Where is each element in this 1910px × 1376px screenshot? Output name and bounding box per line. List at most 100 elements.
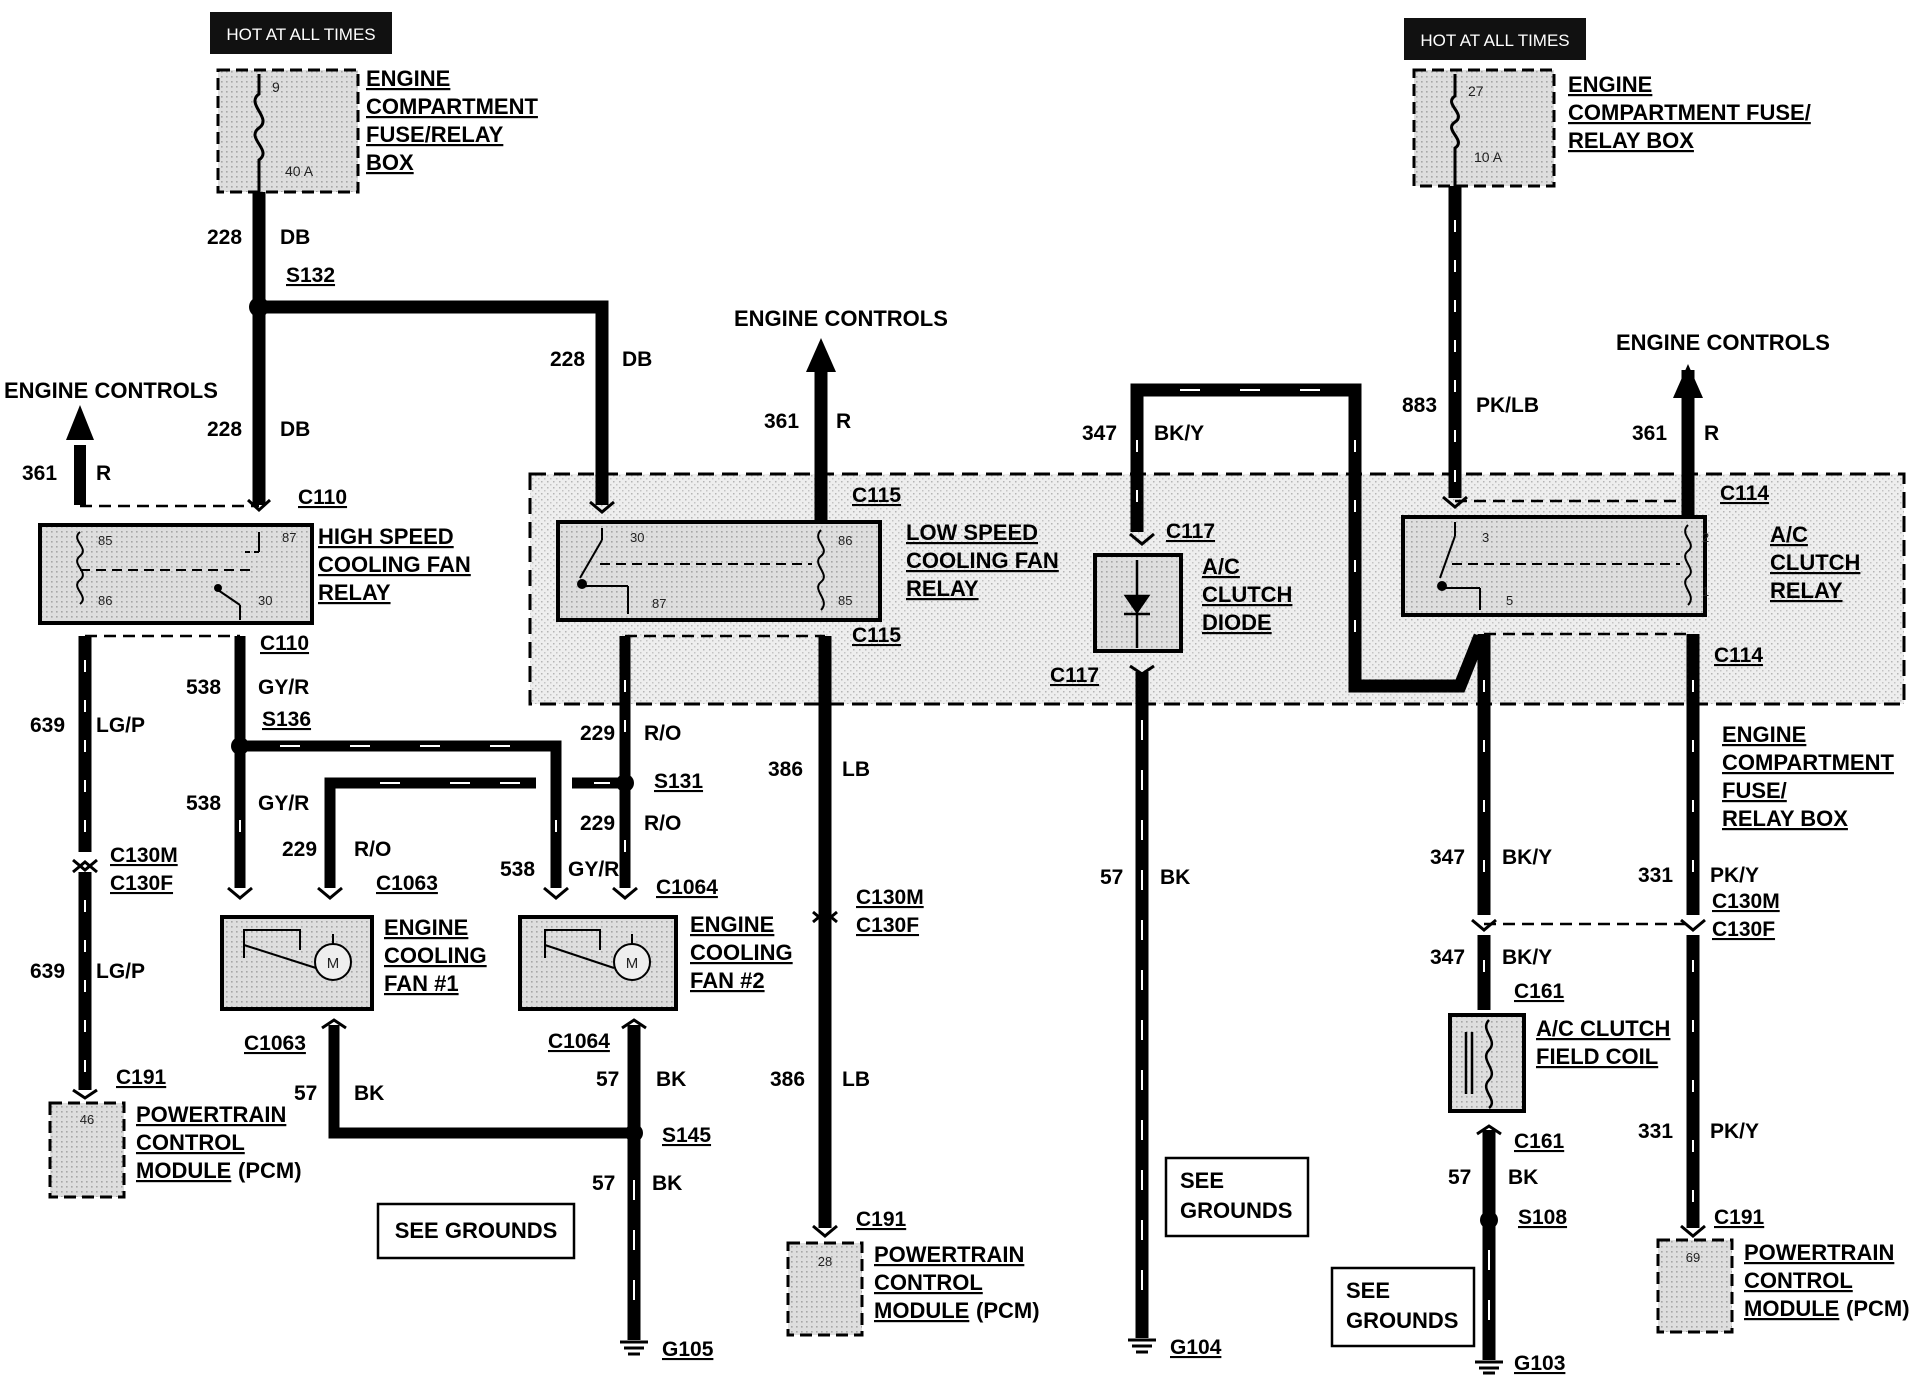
wire-label-229-c: 229: [282, 838, 317, 861]
pcm-box-left: [48, 1101, 126, 1199]
label-c161-top: C161: [1514, 980, 1565, 1003]
pcm-left-title-suffix: (PCM): [238, 1158, 302, 1183]
label-c130m-mid: C130M: [856, 886, 924, 909]
splice-s145: [625, 1124, 643, 1142]
wire-color-lgp-b: LG/P: [96, 960, 145, 983]
hs-relay-title-1: HIGH SPEED: [318, 524, 454, 549]
pcm-left-title-2: CONTROL: [136, 1130, 245, 1155]
label-c1063-bottom: C1063: [244, 1032, 306, 1055]
fusebox-left-title-1: ENGINE: [366, 66, 450, 91]
wire-color-gyr-c: GY/R: [568, 858, 619, 881]
pcm-box-right: [1656, 1238, 1734, 1334]
hot-label-right: HOT AT ALL TIMES: [1420, 31, 1569, 50]
fusebox-right-lower-title-4: RELAY BOX: [1722, 806, 1848, 831]
pcm-left-pin: 46: [80, 1112, 94, 1127]
wire-color-gyr-a: GY/R: [258, 676, 309, 699]
see-grounds-right-2: GROUNDS: [1346, 1308, 1458, 1333]
ac-diode-title-2: CLUTCH: [1202, 582, 1292, 607]
engine-controls-right: ENGINE CONTROLS: [1616, 330, 1830, 355]
wire-label-347-b: 347: [1430, 846, 1465, 869]
label-c191-mid: C191: [856, 1208, 907, 1231]
splice-s132: [249, 297, 269, 317]
ls-relay-title-3: RELAY: [906, 576, 979, 601]
fan2-title-1: ENGINE: [690, 912, 774, 937]
fusebox-left-title-3: FUSE/RELAY: [366, 122, 504, 147]
ac-relay-pin-5: 5: [1506, 593, 1513, 608]
wire-label-386-b: 386: [770, 1068, 805, 1091]
fan1-motor-icon: [243, 929, 352, 981]
wire-color-lb-b: LB: [842, 1068, 870, 1091]
wire-label-331-b: 331: [1638, 1120, 1673, 1143]
wire-label-347-a: 347: [1082, 422, 1117, 445]
wire-label-386-a: 386: [768, 758, 803, 781]
wire-label-57-a: 57: [294, 1082, 317, 1105]
wire-color-bk-d: BK: [1160, 866, 1190, 889]
wire-color-r-right: R: [1704, 422, 1719, 445]
label-c110-bottom: C110: [260, 632, 309, 655]
fan2-title-2: COOLING: [690, 940, 793, 965]
wire-label-57-d: 57: [1100, 866, 1123, 889]
fusebox-right-lower-title-3: FUSE/: [1722, 778, 1787, 803]
pcm-mid-title-3: MODULE: [874, 1298, 969, 1323]
wire-color-lgp-a: LG/P: [96, 714, 145, 737]
label-c117-top: C117: [1166, 520, 1215, 543]
arrow-engine-controls-mid: [806, 338, 836, 372]
wire-label-228-a: 228: [207, 226, 242, 249]
see-grounds-right-1: SEE: [1346, 1278, 1390, 1303]
wire-label-538-b: 538: [186, 792, 221, 815]
fuse-box-right: [1412, 68, 1556, 188]
wire-label-229-b: 229: [580, 812, 615, 835]
wire-label-361-left: 361: [22, 462, 57, 485]
wire-label-883: 883: [1402, 394, 1437, 417]
wire-label-639-b: 639: [30, 960, 65, 983]
label-c115-top: C115: [852, 484, 901, 507]
wire-color-db-b: DB: [280, 418, 310, 441]
wire-label-361-mid: 361: [764, 410, 799, 433]
pcm-mid-title-suffix: (PCM): [976, 1298, 1040, 1323]
pcm-right-title-3: MODULE: [1744, 1296, 1839, 1321]
pcm-left-title-1: POWERTRAIN: [136, 1102, 286, 1127]
fan1-title-1: ENGINE: [384, 915, 468, 940]
label-c1064-bottom: C1064: [548, 1030, 610, 1053]
fuse-right-number: 27: [1468, 83, 1484, 99]
ac-relay-pin-1: 1: [1702, 584, 1709, 599]
pcm-mid-pin: 28: [818, 1254, 832, 1269]
ground-g103: [1475, 1360, 1503, 1375]
ac-coil-icon: [1464, 1019, 1494, 1109]
engine-controls-left: ENGINE CONTROLS: [4, 378, 218, 403]
wire-538-b: [240, 740, 562, 888]
splice-s131: [616, 774, 634, 792]
ac-coil-title-2: FIELD COIL: [1536, 1044, 1658, 1069]
wire-228-branch: [259, 300, 609, 505]
label-s145: S145: [662, 1124, 711, 1147]
fusebox-right-title-1: ENGINE: [1568, 72, 1652, 97]
ground-g104: [1128, 1338, 1156, 1354]
fan1-title-2: COOLING: [384, 943, 487, 968]
fuse-right-icon: [1450, 74, 1460, 186]
pcm-right-title-suffix: (PCM): [1846, 1296, 1910, 1321]
ls-relay-pin-86: 86: [838, 533, 852, 548]
fuse-left-icon: [253, 74, 265, 192]
wire-label-538-a: 538: [186, 676, 221, 699]
fusebox-right-title-3: RELAY BOX: [1568, 128, 1694, 153]
fan1-title-3: FAN #1: [384, 971, 459, 996]
wire-57-fans: [328, 1025, 634, 1139]
ground-g105: [620, 1340, 648, 1356]
wire-color-db-c: DB: [622, 348, 652, 371]
wire-color-ro-c: R/O: [354, 838, 391, 861]
wire-stripes: [84, 220, 1694, 1320]
label-c191-right: C191: [1714, 1206, 1765, 1229]
label-c115-bottom: C115: [852, 624, 901, 647]
hs-relay-title-2: COOLING FAN: [318, 552, 471, 577]
wire-label-639-a: 639: [30, 714, 65, 737]
ac-relay-title-1: A/C: [1770, 522, 1808, 547]
wire-label-538-c: 538: [500, 858, 535, 881]
fusebox-right-lower-title-2: COMPARTMENT: [1722, 750, 1894, 775]
hot-label-left-bg: [210, 12, 392, 54]
pcm-left-title-3: MODULE: [136, 1158, 231, 1183]
fuse-box-left: [216, 68, 360, 194]
pcm-right-pin: 69: [1686, 1250, 1700, 1265]
wire-label-228-c: 228: [550, 348, 585, 371]
label-c117-bottom: C117: [1050, 664, 1099, 687]
